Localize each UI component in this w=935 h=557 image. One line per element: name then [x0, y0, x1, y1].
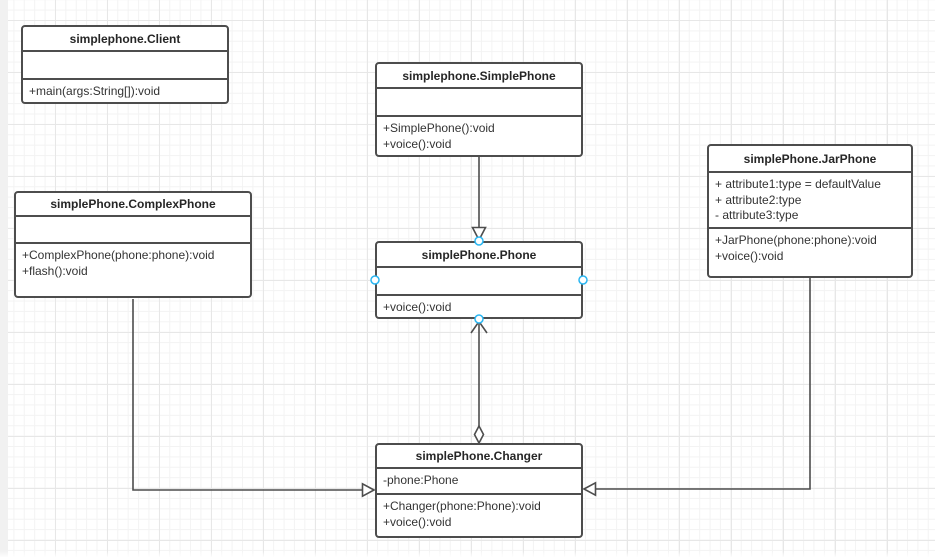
class-methods: +SimplePhone():void +voice():void — [377, 117, 581, 155]
class-title: simplePhone.Phone — [377, 243, 581, 268]
aggregation-diamond-icon — [473, 424, 485, 445]
class-title: simplePhone.Changer — [377, 445, 581, 469]
class-methods: +main(args:String[]):void — [23, 80, 227, 102]
canvas-bottom-fade — [0, 551, 935, 557]
class-box-complexphone[interactable]: simplePhone.ComplexPhone +ComplexPhone(p… — [14, 191, 252, 298]
method-line: +voice():void — [383, 300, 452, 314]
class-attributes-empty — [16, 217, 250, 244]
method-line: +ComplexPhone(phone:phone):void — [22, 248, 215, 262]
class-box-jarphone[interactable]: simplePhone.JarPhone + attribute1:type =… — [707, 144, 913, 278]
method-line: +flash():void — [22, 263, 88, 278]
canvas-left-margin — [0, 0, 8, 557]
method-line: +main(args:String[]):void — [29, 84, 161, 98]
method-line: +JarPhone(phone:phone):void — [715, 233, 877, 247]
class-box-changer[interactable]: simplePhone.Changer -phone:Phone +Change… — [375, 443, 583, 538]
attribute-line: - attribute3:type — [715, 208, 799, 222]
class-methods: +JarPhone(phone:phone):void +voice():voi… — [709, 229, 911, 276]
method-line: +voice():void — [715, 248, 784, 263]
edge-jarphone-extends-changer[interactable] — [582, 278, 811, 497]
class-methods: +ComplexPhone(phone:phone):void +flash()… — [16, 244, 250, 296]
method-line: +Changer(phone:Phone):void — [383, 499, 541, 513]
class-methods: +voice():void — [377, 296, 581, 317]
class-attributes-empty — [377, 89, 581, 117]
method-line: +voice():void — [383, 514, 452, 529]
edge-simplephone-extends-phone[interactable] — [471, 157, 487, 242]
class-title: simplePhone.JarPhone — [709, 146, 911, 173]
class-attributes: + attribute1:type = defaultValue + attri… — [709, 173, 911, 229]
generalization-arrowhead-icon — [471, 226, 487, 242]
method-line: +SimplePhone():void — [383, 121, 495, 135]
generalization-arrowhead-icon — [582, 481, 597, 497]
method-line: +voice():void — [383, 136, 452, 151]
class-title: simplePhone.ComplexPhone — [16, 193, 250, 217]
class-attributes-empty — [377, 268, 581, 296]
class-box-simplephone[interactable]: simplephone.SimplePhone +SimplePhone():v… — [375, 62, 583, 157]
attribute-line: + attribute2:type — [715, 192, 802, 207]
attribute-line: -phone:Phone — [383, 473, 459, 487]
attribute-line: + attribute1:type = defaultValue — [715, 177, 881, 191]
class-methods: +Changer(phone:Phone):void +voice():void — [377, 495, 581, 536]
generalization-arrowhead-icon — [361, 482, 376, 498]
open-arrowhead-icon — [470, 320, 488, 334]
class-box-client[interactable]: simplephone.Client +main(args:String[]):… — [21, 25, 229, 104]
class-title: simplephone.SimplePhone — [377, 64, 581, 89]
class-title: simplephone.Client — [23, 27, 227, 52]
edge-complexphone-extends-changer[interactable] — [132, 299, 376, 498]
class-attributes: -phone:Phone — [377, 469, 581, 495]
edge-changer-aggregates-phone[interactable] — [470, 320, 488, 445]
class-attributes-empty — [23, 52, 227, 80]
class-box-phone[interactable]: simplePhone.Phone +voice():void — [375, 241, 583, 319]
